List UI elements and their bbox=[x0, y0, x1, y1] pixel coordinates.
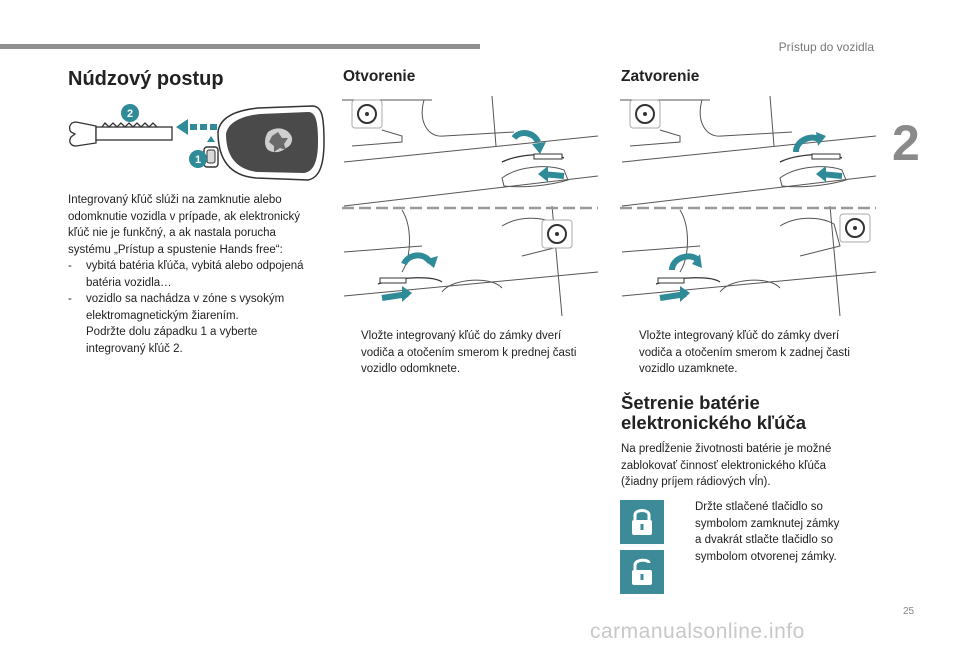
list-item: Vložte integrovaný kľúč do zámky dverí vo… bbox=[621, 328, 883, 378]
unlocked-padlock-icon bbox=[632, 558, 652, 585]
battery-title: Šetrenie batérie elektronického kľúča bbox=[621, 393, 806, 433]
unlock-text: Vložte integrovaný kľúč do zámky dverí vo… bbox=[343, 328, 605, 378]
list-marker: - bbox=[68, 260, 72, 272]
list-item: - vybitá batéria kľúča, vybitá alebo odp… bbox=[68, 258, 330, 291]
list-line: Vložte integrovaný kľúč do zámky dverí bbox=[361, 330, 562, 342]
battery-title-line: elektronického kľúča bbox=[621, 412, 807, 433]
list-line: batéria vozidla… bbox=[86, 276, 172, 289]
emergency-text: Integrovaný kľúč slúži na zamknutie aleb… bbox=[68, 192, 330, 357]
locked-padlock-button-icon bbox=[620, 500, 664, 544]
unlock-title: Otvorenie bbox=[343, 68, 416, 85]
unlock-illustration bbox=[342, 96, 598, 317]
list-line: symbolom otvorenej zámky. bbox=[695, 550, 837, 563]
intro-line: Integrovaný kľúč slúži na zamknutie aleb… bbox=[68, 194, 282, 206]
list-line: vybitá batéria kľúča, vybitá alebo odpoj… bbox=[86, 260, 304, 272]
intro-line: zablokovať činnosť elektronického kľúča bbox=[621, 459, 827, 472]
intro-line: (žiadny príjem rádiových vĺn). bbox=[621, 476, 771, 488]
list-item: Vložte integrovaný kľúč do zámky dverí vo… bbox=[343, 328, 605, 378]
watermark: carmanualsonline.info bbox=[590, 620, 805, 643]
list-line: integrovaný kľúč 2. bbox=[86, 342, 183, 355]
intro-line: Na predĺženie životnosti batérie je možn… bbox=[621, 443, 832, 455]
list-item: - vozidlo sa nachádza v zóne s vysokým el… bbox=[68, 291, 330, 324]
intro-line: kľúč nie je funkčný, a ak nastala poruch… bbox=[68, 227, 276, 239]
battery-text: Držte stlačené tlačidlo so symbolom zamkn… bbox=[677, 499, 877, 565]
locked-padlock-icon bbox=[632, 509, 652, 535]
lock-title: Zatvorenie bbox=[621, 68, 700, 85]
battery-intro: Na predĺženie životnosti batérie je možn… bbox=[621, 441, 883, 491]
list-line: vozidlo uzamknete. bbox=[639, 363, 738, 375]
list-item: Držte stlačené tlačidlo so symbolom zamkn… bbox=[677, 499, 877, 565]
list-line: symbolom zamknutej zámky bbox=[695, 517, 840, 530]
callout-1-label: 1 bbox=[195, 154, 201, 166]
battery-title-line: Šetrenie batérie bbox=[621, 392, 760, 413]
section-header: Prístup do vozidla bbox=[778, 40, 874, 54]
list-line: vozidlo sa nachádza v zóne s vysokým bbox=[86, 293, 285, 305]
bullet-marker bbox=[343, 328, 361, 378]
list-line: Držte stlačené tlačidlo so bbox=[695, 501, 823, 513]
bullet-marker bbox=[677, 499, 695, 565]
page-number: 25 bbox=[903, 606, 915, 617]
list-line: vodiča a otočením smerom k prednej časti bbox=[361, 346, 577, 359]
top-bar bbox=[0, 44, 480, 49]
list-marker: - bbox=[68, 293, 72, 305]
intro-line: systému „Prístup a spustenie Hands free“… bbox=[68, 243, 283, 256]
list-line: elektromagnetickým žiarením. bbox=[86, 309, 239, 322]
list-item: Podržte dolu západku 1 a vyberte integrov… bbox=[68, 324, 330, 357]
list-line: vozidlo odomknete. bbox=[361, 363, 461, 375]
intro-line: odomknutie vozidla v prípade, ak elektro… bbox=[68, 210, 301, 223]
unlocked-padlock-button-icon bbox=[620, 550, 664, 594]
chapter-number: 2 bbox=[892, 115, 920, 171]
emergency-title: Núdzový postup bbox=[68, 68, 224, 90]
lock-illustration bbox=[620, 96, 876, 317]
bullet-marker bbox=[621, 328, 639, 378]
list-line: Vložte integrovaný kľúč do zámky dverí bbox=[639, 330, 840, 342]
list-line: a dvakrát stlačte tlačidlo so bbox=[695, 534, 834, 546]
key-illustration: 2 1 bbox=[69, 104, 325, 181]
callout-2-label: 2 bbox=[127, 108, 133, 120]
lock-text: Vložte integrovaný kľúč do zámky dverí vo… bbox=[621, 328, 883, 378]
list-line: vodiča a otočením smerom k zadnej časti bbox=[639, 346, 850, 359]
bullet-marker bbox=[68, 324, 86, 357]
list-line: Podržte dolu západku 1 a vyberte bbox=[86, 326, 258, 338]
